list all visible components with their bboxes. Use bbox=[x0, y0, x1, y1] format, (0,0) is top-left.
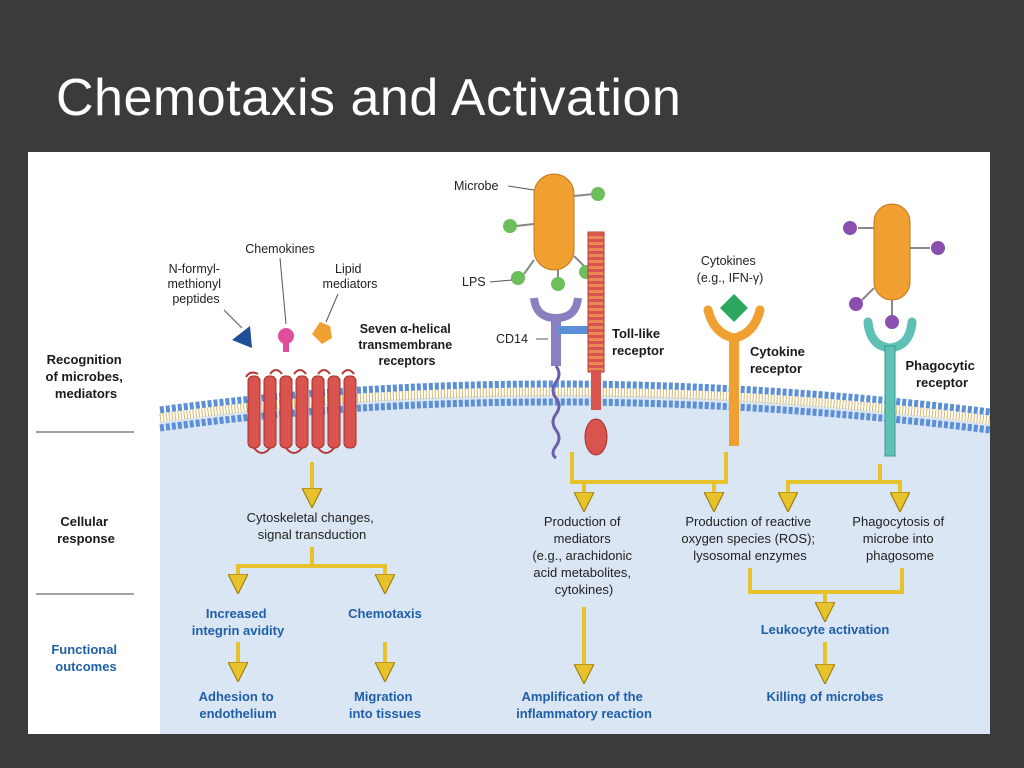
cd14-receptor bbox=[530, 297, 592, 460]
label-lipid: Lipid mediators bbox=[323, 262, 378, 291]
response-phagocytosis: Phagocytosis of microbe into phagosome bbox=[852, 514, 947, 563]
label-chemokines: Chemokines bbox=[245, 242, 314, 256]
label-microbe: Microbe bbox=[454, 179, 499, 193]
slide-title: Chemotaxis and Activation bbox=[56, 69, 682, 127]
outcome-adhesion: Adhesion to endothelium bbox=[199, 689, 278, 721]
response-mediators: Production of mediators (e.g., arachidon… bbox=[532, 514, 635, 597]
response-cytoskeletal: Cytoskeletal changes, signal transductio… bbox=[247, 510, 378, 542]
label-cd14: CD14 bbox=[496, 332, 528, 346]
diagram-svg: Recognition of microbes, mediators Cellu… bbox=[36, 173, 990, 734]
label-nformyl: N-formyl- methionyl peptides bbox=[168, 262, 225, 306]
cell-membrane bbox=[159, 380, 990, 434]
label-lps: LPS bbox=[462, 275, 486, 289]
row-label-functional: Functional outcomes bbox=[51, 642, 120, 674]
leader-line bbox=[507, 185, 535, 191]
seven-helix-receptor bbox=[245, 369, 357, 454]
lipid-mediator-icon bbox=[312, 322, 332, 344]
outcome-leukocyte-activation: Leukocyte activation bbox=[761, 622, 890, 637]
cytokine-icon bbox=[720, 294, 748, 322]
toll-like-receptor bbox=[584, 231, 608, 456]
leader-line bbox=[325, 293, 339, 323]
leader-line bbox=[223, 309, 243, 329]
outcome-killing: Killing of microbes bbox=[766, 689, 883, 704]
phagocytic-receptor bbox=[863, 317, 917, 457]
label-seven-helical: Seven α-helical transmembrane receptors bbox=[358, 322, 455, 368]
label-cytokines: Cytokines (e.g., IFN-γ) bbox=[697, 254, 764, 285]
diagram-figure: Recognition of microbes, mediators Cellu… bbox=[28, 152, 990, 734]
label-toll-like: Toll-like receptor bbox=[612, 326, 664, 358]
outcome-integrin: Increased integrin avidity bbox=[192, 606, 285, 638]
leader-line bbox=[279, 257, 287, 325]
cytokine-receptor bbox=[703, 305, 765, 446]
leader-line bbox=[489, 279, 513, 283]
cytoplasm bbox=[160, 394, 990, 734]
outcome-amplification: Amplification of the inflammatory reacti… bbox=[516, 689, 652, 721]
nformyl-peptide-icon bbox=[232, 326, 252, 348]
row-label-recognition: Recognition of microbes, mediators bbox=[46, 352, 127, 401]
outcome-chemotaxis: Chemotaxis bbox=[348, 606, 422, 621]
pathway-arrows bbox=[238, 452, 902, 674]
label-cytokine-receptor: Cytokine receptor bbox=[750, 344, 809, 376]
microbe-icon-phagocytic bbox=[843, 203, 945, 329]
outcome-migration: Migration into tissues bbox=[349, 689, 421, 721]
label-phagocytic-receptor: Phagocytic receptor bbox=[906, 358, 979, 390]
response-ros: Production of reactive oxygen species (R… bbox=[681, 514, 818, 563]
row-label-cellular: Cellular response bbox=[57, 514, 115, 546]
chemokine-icon bbox=[278, 328, 294, 352]
